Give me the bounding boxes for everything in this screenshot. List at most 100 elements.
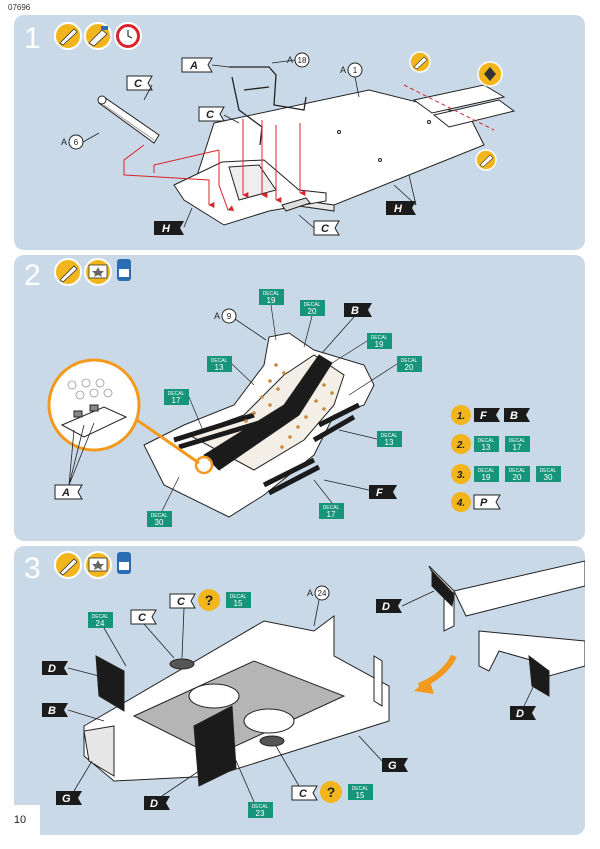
decal-icon	[84, 258, 112, 286]
svg-text:A: A	[287, 55, 293, 65]
label-flag-d: D	[42, 661, 68, 675]
svg-text:24: 24	[318, 589, 327, 598]
svg-text:1: 1	[353, 66, 358, 75]
svg-text:H: H	[394, 203, 403, 215]
label-flag-c: C	[198, 106, 225, 122]
page-number: 10	[0, 805, 40, 835]
svg-text:DECAL: DECAL	[211, 358, 228, 364]
rotate-arrow-head	[414, 678, 434, 694]
svg-text:C: C	[134, 78, 143, 90]
svg-text:DECAL: DECAL	[168, 391, 185, 397]
svg-text:18: 18	[298, 56, 307, 65]
svg-text:13: 13	[385, 438, 394, 447]
sand-icon	[477, 61, 503, 87]
svg-text:D: D	[516, 708, 524, 720]
label-flag-h: H	[154, 221, 184, 235]
svg-text:15: 15	[234, 599, 243, 608]
svg-text:A: A	[189, 60, 198, 72]
clock-icon	[114, 22, 142, 50]
svg-text:DECAL: DECAL	[540, 468, 557, 474]
svg-text:DECAL: DECAL	[352, 786, 369, 792]
step-1-panel: 1 A C C	[14, 15, 585, 250]
seat	[143, 332, 375, 518]
svg-text:DECAL: DECAL	[252, 804, 269, 810]
svg-text:20: 20	[513, 473, 522, 482]
step-number: 3	[24, 552, 41, 585]
svg-text:19: 19	[482, 473, 491, 482]
svg-text:9: 9	[227, 312, 232, 321]
svg-text:DECAL: DECAL	[263, 291, 280, 297]
svg-text:30: 30	[544, 473, 553, 482]
svg-text:?: ?	[327, 784, 336, 800]
label-flag-c: C	[130, 609, 157, 625]
svg-text:A: A	[61, 487, 70, 499]
label-flag-d: D	[376, 599, 402, 613]
svg-text:A: A	[61, 137, 67, 147]
label-flag-a: A	[181, 57, 213, 73]
svg-text:24: 24	[96, 619, 105, 628]
svg-text:4.: 4.	[456, 498, 465, 509]
svg-text:A: A	[307, 588, 313, 598]
svg-text:D: D	[150, 798, 158, 810]
label-flag-b: B	[344, 303, 372, 317]
svg-text:19: 19	[375, 340, 384, 349]
svg-text:D: D	[48, 663, 56, 675]
svg-text:?: ?	[205, 592, 214, 608]
step-number: 2	[24, 259, 41, 292]
svg-text:DECAL: DECAL	[381, 433, 398, 439]
label-flag-a: A	[54, 484, 83, 500]
svg-text:2.: 2.	[456, 440, 465, 451]
label-flag-h: H	[386, 201, 416, 215]
help-icon: ?	[320, 781, 342, 803]
svg-text:DECAL: DECAL	[304, 302, 321, 308]
svg-text:D: D	[382, 601, 390, 613]
svg-text:13: 13	[482, 443, 491, 452]
svg-text:DECAL: DECAL	[92, 614, 109, 620]
label-flag-c: C	[291, 785, 318, 801]
label-flag-g: G	[382, 758, 408, 772]
assembly-lines	[123, 84, 495, 211]
label-flag-g: G	[56, 791, 82, 805]
svg-text:B: B	[48, 705, 56, 717]
seat-rivets	[244, 363, 334, 449]
svg-text:F: F	[376, 487, 383, 499]
svg-text:23: 23	[256, 809, 265, 818]
help-icon: ?	[198, 589, 220, 611]
svg-text:C: C	[206, 109, 215, 121]
svg-text:1.: 1.	[457, 411, 465, 422]
svg-text:C: C	[299, 788, 308, 800]
svg-text:DECAL: DECAL	[151, 513, 168, 519]
svg-text:P: P	[480, 497, 488, 509]
brush-icon	[54, 551, 82, 579]
cutter-icon	[54, 22, 82, 50]
svg-text:C: C	[321, 223, 330, 235]
svg-text:C: C	[138, 612, 147, 624]
svg-text:DECAL: DECAL	[371, 335, 388, 341]
svg-text:G: G	[388, 760, 397, 772]
cutter-icon	[475, 149, 497, 171]
water-icon	[117, 259, 131, 281]
svg-text:B: B	[351, 305, 359, 317]
cutter-icon	[409, 51, 431, 73]
svg-text:13: 13	[215, 363, 224, 372]
label-flag-d: D	[510, 706, 536, 720]
svg-text:DECAL: DECAL	[323, 505, 340, 511]
svg-text:DECAL: DECAL	[401, 358, 418, 364]
svg-text:17: 17	[327, 510, 336, 519]
label-flag-c: C	[169, 593, 196, 609]
water-icon	[117, 552, 131, 574]
